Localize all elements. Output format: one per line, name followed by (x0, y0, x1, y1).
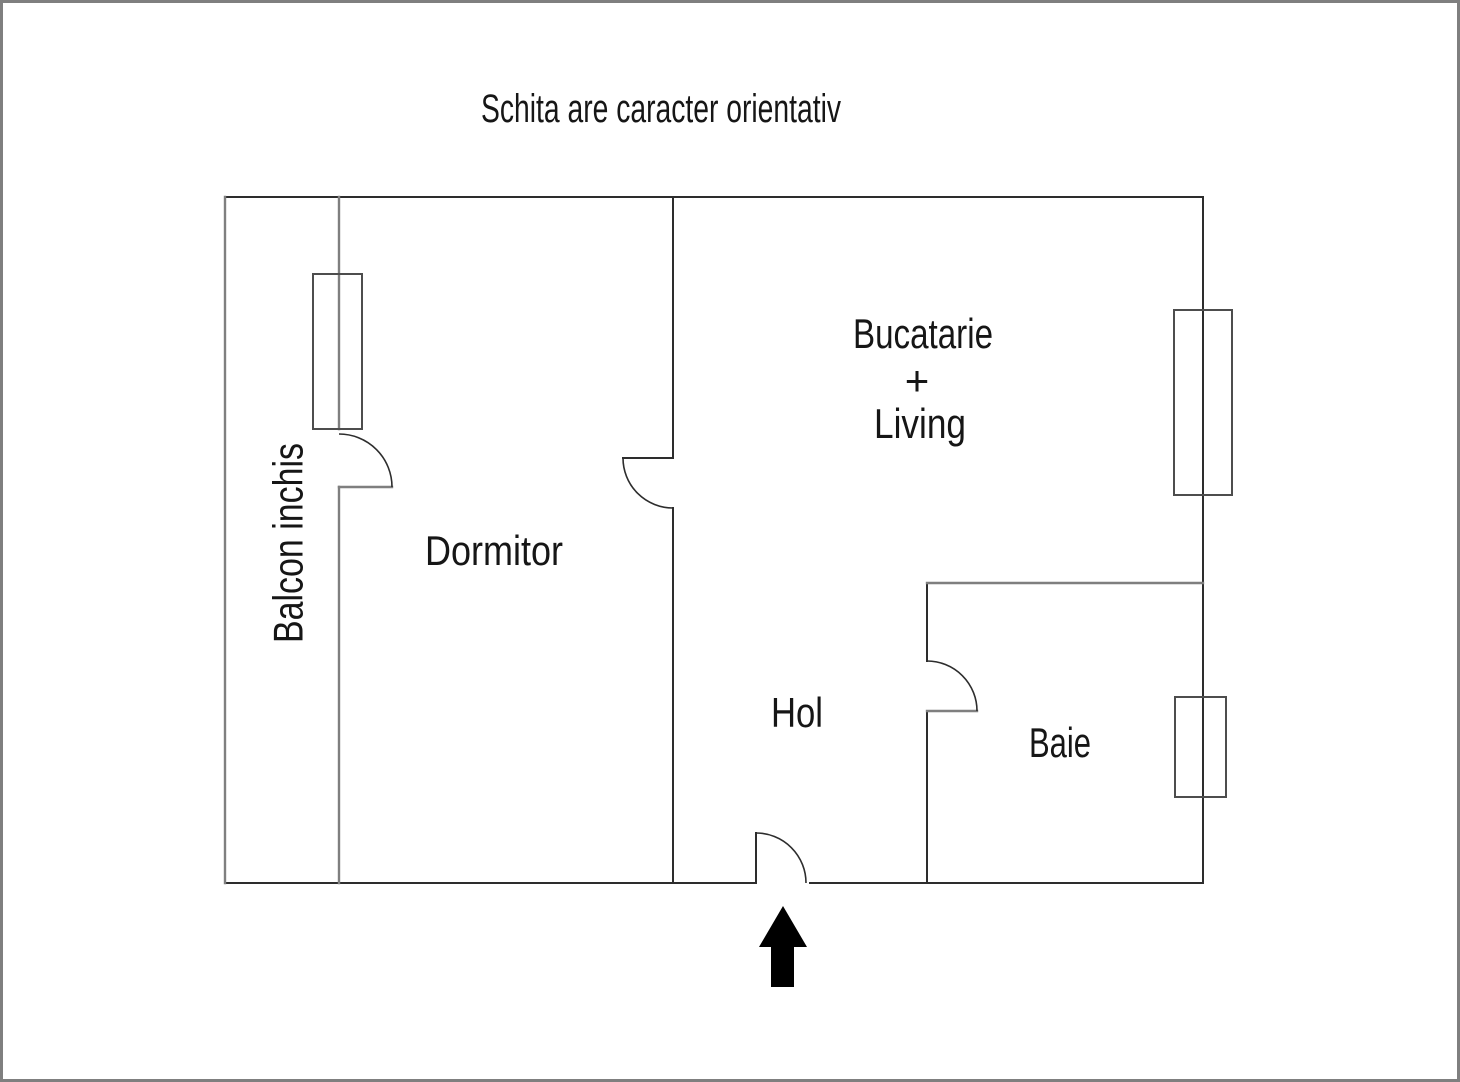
walls-gray (223, 195, 1205, 885)
room-label-living: Living (874, 400, 966, 447)
baie-window (1174, 696, 1227, 798)
balcon-door-arc (338, 433, 393, 488)
room-label-dormitor: Dormitor (425, 527, 563, 574)
windows (312, 273, 1233, 798)
bucatarie-window (1173, 309, 1233, 496)
room-label-bucatarie: Bucatarie (853, 310, 993, 357)
room-label-balcon: Balcon inchis (265, 443, 312, 643)
room-label-hol: Hol (771, 689, 823, 736)
labels: Schita are caracter orientativ Balcon in… (265, 87, 1092, 766)
page-title: Schita are caracter orientativ (481, 87, 841, 131)
door-arcs (338, 433, 978, 884)
dormitor-door-arc (622, 457, 674, 509)
room-label-plus: + (905, 357, 930, 404)
room-label-baie: Baie (1029, 719, 1091, 766)
balcon-window (312, 273, 363, 430)
entrance-door-arc (755, 832, 807, 884)
walls-dark (224, 196, 1204, 884)
entrance-arrow-icon (759, 906, 807, 987)
baie-door-arc (926, 660, 978, 712)
